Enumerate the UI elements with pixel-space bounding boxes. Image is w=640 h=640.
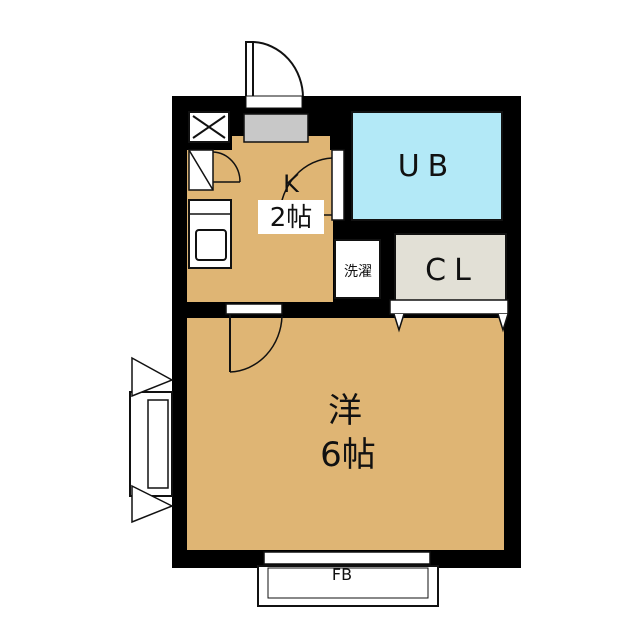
kitchen-sink [188, 199, 232, 269]
western-size: 6帖 [320, 435, 376, 475]
bath-label: UB [398, 149, 457, 184]
room-door [225, 303, 283, 373]
pipe-shaft-icon [188, 111, 230, 143]
balcony-label: FB [332, 565, 352, 584]
kitchen-size-bg [258, 200, 324, 234]
storage-door [188, 149, 241, 191]
genkan-area [243, 113, 309, 143]
unit-bath [351, 111, 503, 221]
closet-label: CL [425, 253, 479, 288]
kitchen-size: 2帖 [270, 203, 313, 233]
balcony [257, 551, 439, 607]
laundry-space [334, 239, 381, 299]
bay-window [129, 356, 174, 524]
western-room-floor [187, 318, 504, 550]
entrance-door [245, 41, 304, 105]
closet [394, 233, 507, 305]
kitchen-name: K [283, 170, 300, 198]
laundry-label: 洗濯 [344, 264, 372, 280]
western-name: 洋 [328, 391, 362, 431]
